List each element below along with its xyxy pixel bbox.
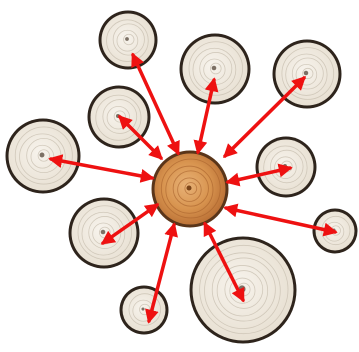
satellite-top-center-pith	[212, 66, 217, 71]
center-log	[152, 151, 229, 228]
satellite-top-center	[180, 34, 251, 105]
satellite-bottom-large	[190, 237, 297, 344]
satellite-top-left	[99, 11, 158, 70]
satellite-lower-left	[69, 198, 140, 269]
satellite-top-left-pith	[125, 37, 129, 41]
center-log-pith	[186, 185, 191, 190]
satellite-right	[256, 137, 317, 198]
satellite-top-right-pith	[304, 71, 308, 75]
satellite-left-pith	[40, 153, 45, 158]
satellite-bottom-left	[120, 286, 169, 335]
logs-layer	[6, 11, 358, 344]
satellite-left	[6, 119, 81, 194]
satellite-lower-left-pith	[101, 230, 106, 235]
satellite-bottom-left-pith	[141, 307, 144, 310]
